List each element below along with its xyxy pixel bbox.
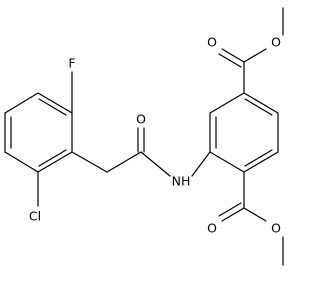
terephthalate-ring bbox=[209, 92, 279, 173]
amide-nitrogen-label: NH bbox=[172, 174, 191, 189]
top-ester-carbonyl-oxygen-label: O bbox=[207, 35, 217, 50]
carbonyl-nitrogen-bond bbox=[140, 151, 171, 177]
bottom-ester-carbonyl-oxygen-label: O bbox=[207, 221, 217, 236]
top-ester-c-o-bond bbox=[243, 48, 267, 63]
nitrogen-ring-bond bbox=[191, 151, 211, 177]
bottom-ester-carbonyl bbox=[218, 202, 245, 222]
bottom-ester-c-o-bond bbox=[243, 207, 267, 222]
amide-carbonyl bbox=[137, 127, 145, 153]
top-ester-ether-oxygen-label: O bbox=[271, 35, 281, 50]
bottom-ester-ether-oxygen-label: O bbox=[271, 221, 281, 236]
ch2-carbonyl-bond bbox=[106, 151, 142, 173]
chlorofluorophenyl-ring bbox=[4, 92, 73, 173]
ring-ch2-bond bbox=[71, 151, 108, 173]
amide-oxygen-label: O bbox=[136, 112, 146, 127]
fluorine-label: F bbox=[68, 56, 75, 71]
molecule-structure: F Cl O NH O O O O bbox=[4, 7, 284, 266]
chlorine-label: Cl bbox=[29, 209, 41, 224]
top-ester-carbonyl bbox=[218, 48, 245, 68]
